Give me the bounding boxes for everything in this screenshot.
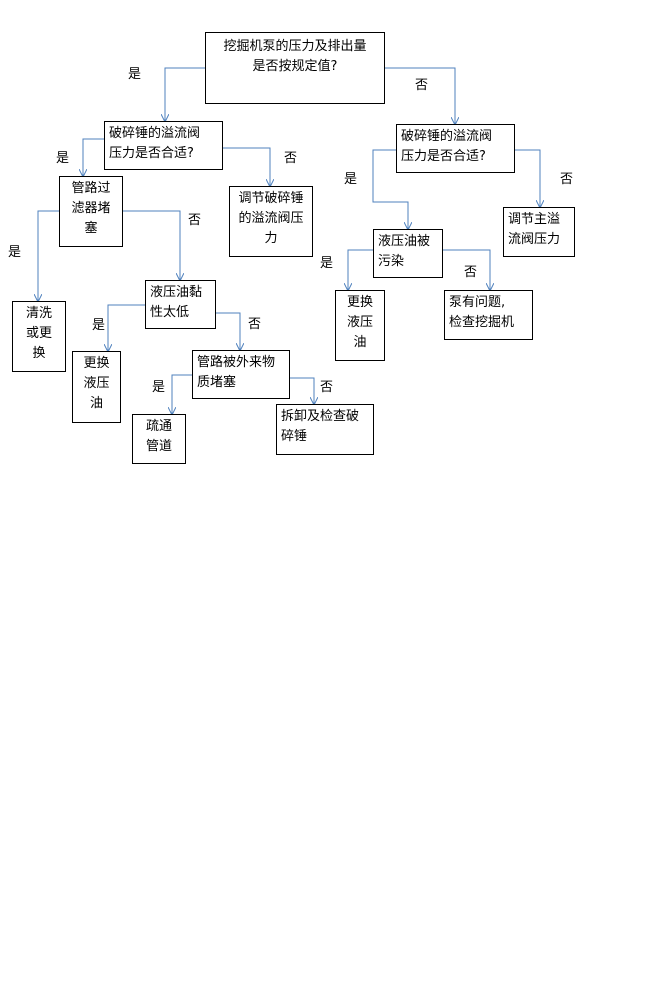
node-foreign-matter-question: 管路被外来物 质堵塞 [192, 350, 290, 399]
label-yes-viscosity: 是 [92, 318, 106, 333]
label-no-contaminated: 否 [464, 265, 478, 280]
node-clean-replace: 清洗 或更 换 [12, 301, 66, 372]
node-dredge-pipe: 疏通 管道 [132, 414, 186, 464]
node-low-viscosity-question: 液压油黏 性太低 [145, 280, 216, 329]
node-replace-oil-left: 更换 液压 油 [72, 351, 121, 423]
label-no-right-relief: 否 [560, 172, 574, 187]
connector-right-relief-no [515, 149, 540, 207]
node-pump-issue: 泵有问题, 检查挖掘机 [444, 290, 533, 340]
node-right-relief-question: 破碎锤的溢流阀 压力是否合适? [396, 124, 515, 173]
node-disassemble-hammer: 拆卸及检查破 碎锤 [276, 404, 374, 455]
label-no-root: 否 [415, 78, 429, 93]
label-yes-left-relief: 是 [56, 151, 70, 166]
connector-left-relief-no [223, 147, 270, 186]
connector-foreign-no [290, 377, 314, 404]
connector-filter-no [123, 210, 180, 280]
connector-filter-yes [38, 210, 59, 301]
node-adjust-hammer-relief: 调节破碎锤 的溢流阀压 力 [229, 186, 313, 257]
label-no-viscosity: 否 [248, 317, 262, 332]
connector-viscosity-yes [108, 304, 145, 351]
node-filter-clogged-question: 管路过 滤器堵 塞 [59, 176, 123, 247]
connector-contaminated-yes [348, 249, 373, 290]
node-left-relief-question: 破碎锤的溢流阀 压力是否合适? [104, 121, 223, 170]
node-root-question: 挖掘机泵的压力及排出量 是否按规定值? [205, 32, 385, 104]
label-no-foreign: 否 [320, 380, 334, 395]
connector-foreign-yes [172, 374, 192, 414]
connector-root-no [385, 67, 455, 124]
label-no-left-relief: 否 [284, 151, 298, 166]
connector-right-relief-yes [372, 149, 408, 229]
label-yes-root: 是 [128, 67, 142, 82]
label-yes-foreign: 是 [152, 380, 166, 395]
label-yes-contaminated: 是 [320, 256, 334, 271]
node-adjust-main-relief: 调节主溢 流阀压力 [503, 207, 575, 257]
node-oil-contaminated-question: 液压油被 污染 [373, 229, 443, 278]
label-no-filter: 否 [188, 213, 202, 228]
label-yes-filter: 是 [8, 245, 22, 260]
connector-viscosity-no [216, 312, 240, 350]
node-replace-oil-right: 更换 液压 油 [335, 290, 385, 361]
connector-root-yes [165, 67, 205, 121]
connector-contaminated-no [442, 249, 490, 290]
label-yes-right-relief: 是 [344, 172, 358, 187]
connector-left-relief-yes [83, 138, 104, 176]
